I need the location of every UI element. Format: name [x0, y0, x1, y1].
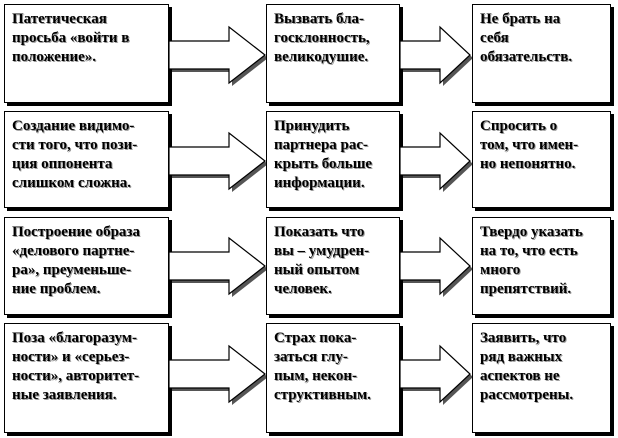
response-box: Спросить о том, что имен- но непонятно.	[472, 111, 611, 208]
right-arrow-icon	[168, 25, 268, 86]
tactic-box: Создание видимо- сти того, что пози- ция…	[4, 111, 169, 208]
right-arrow-icon	[399, 236, 473, 297]
tactic-box: Патетическая просьба «войти в положение»…	[4, 4, 169, 103]
response-box: Заявить, что ряд важных аспектов не расс…	[472, 323, 611, 433]
right-arrow-icon	[399, 344, 473, 405]
goal-box: Страх пока- заться глу- пым, некон- стру…	[266, 323, 400, 433]
goal-box: Показать что вы – умудрен- ный опытом че…	[266, 217, 400, 315]
response-box: Не брать на себя обязательств.	[472, 4, 611, 103]
tactic-box: Поза «благоразум- ности» и «серьез- ност…	[4, 323, 169, 433]
response-box: Твердо указать на то, что есть много пре…	[472, 217, 611, 315]
right-arrow-icon	[168, 236, 268, 297]
right-arrow-icon	[168, 131, 268, 192]
right-arrow-icon	[399, 25, 473, 86]
tactic-box: Построение образа «делового партне- ра»,…	[4, 217, 169, 315]
right-arrow-icon	[399, 131, 473, 192]
goal-box: Принудить партнера рас- крыть больше инф…	[266, 111, 400, 208]
goal-box: Вызвать бла- госклонность, великодушие.	[266, 4, 400, 103]
right-arrow-icon	[168, 344, 268, 405]
